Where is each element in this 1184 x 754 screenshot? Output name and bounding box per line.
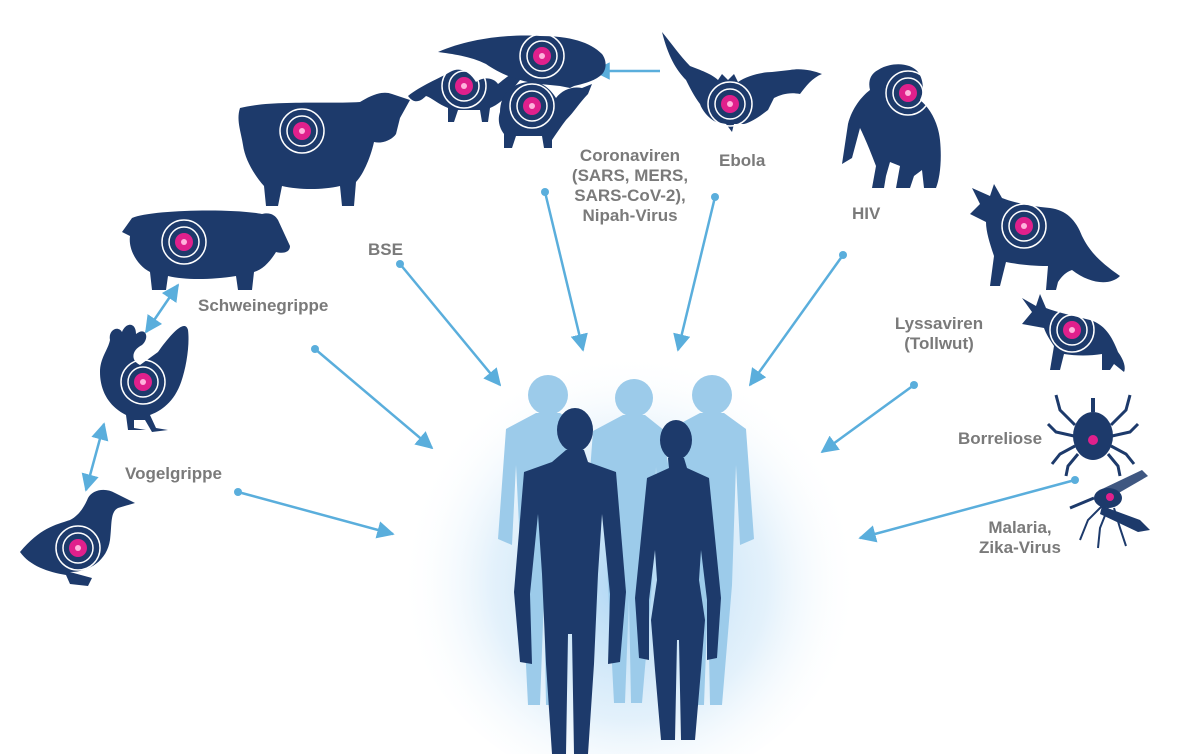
cow-icon [238,93,410,206]
label-coronaviren: Coronaviren (SARS, MERS, SARS-CoV-2), Ni… [555,146,705,226]
arrow-lyssaviren [822,381,918,452]
arrow-chicken-pig [146,285,178,332]
pig-icon [122,211,290,290]
label-coronaviren-line-2: (SARS, MERS, [555,166,705,186]
label-bse: BSE [368,240,403,260]
label-lyssaviren-line-1: Lyssaviren [884,314,994,334]
label-lyssaviren: Lyssaviren (Tollwut) [884,314,994,354]
label-malaria: Malaria, Zika-Virus [965,518,1075,558]
mosquito-icon [1070,470,1150,548]
label-hiv: HIV [852,204,880,224]
label-coronaviren-line-4: Nipah-Virus [555,206,705,226]
bat-icon [662,32,822,132]
label-coronaviren-line-1: Coronaviren [555,146,705,166]
label-malaria-line-2: Zika-Virus [965,538,1075,558]
label-vogelgrippe: Vogelgrippe [125,464,222,484]
label-coronaviren-line-3: SARS-CoV-2), [555,186,705,206]
arrow-schweinegrippe [311,345,432,448]
label-schweinegrippe: Schweinegrippe [198,296,328,316]
label-malaria-line-1: Malaria, [965,518,1075,538]
label-borreliose: Borreliose [958,429,1042,449]
arrow-vogelgrippe [234,488,393,534]
fox-icon [970,184,1120,290]
wolf-icon [1022,294,1125,372]
label-ebola: Ebola [719,151,765,171]
label-lyssaviren-line-2: (Tollwut) [884,334,994,354]
arrow-hiv [750,251,847,385]
chimpanzee-icon [842,64,941,188]
arrow-bse [396,260,500,385]
chicken-icon [100,325,189,432]
duck-icon [20,490,135,586]
arrow-duck-chicken [86,424,104,490]
tick-icon [1048,395,1138,476]
camel-icon [499,82,592,148]
